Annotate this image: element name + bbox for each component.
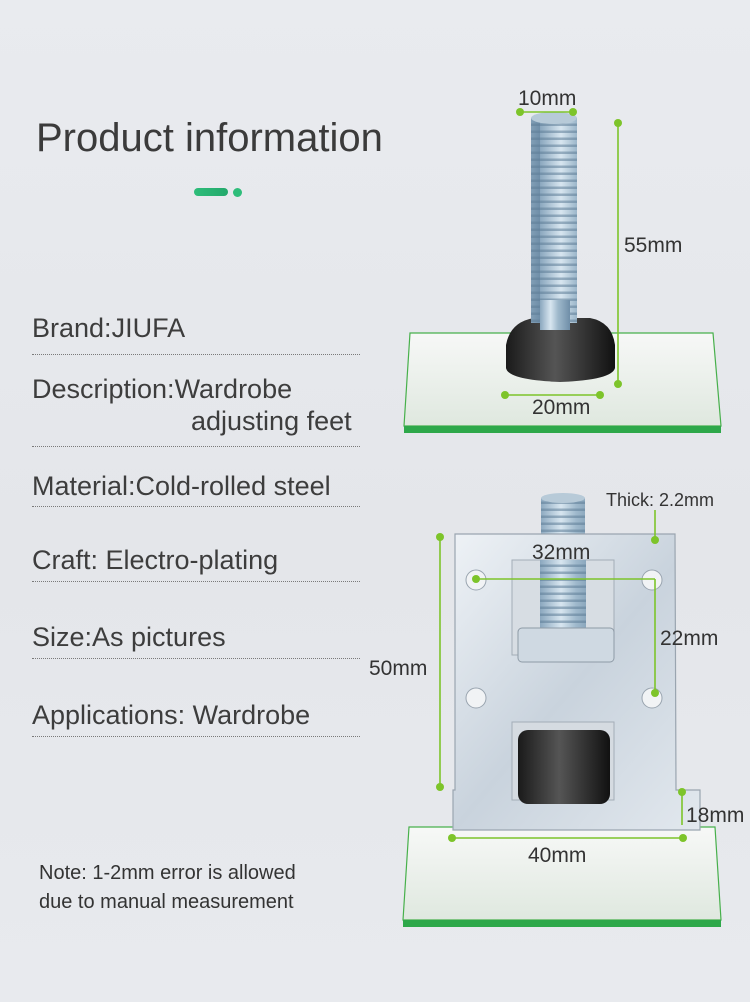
divider <box>32 658 360 659</box>
info-brand: Brand:JIUFA <box>32 312 185 344</box>
dim-bolt: 32mm <box>532 541 590 564</box>
title-dot <box>233 188 242 197</box>
leveling-foot-diagram: 10mm 55mm 20mm <box>403 87 722 433</box>
bracket-thread <box>540 560 586 648</box>
bracket-nut <box>517 627 615 663</box>
dim-base: 20mm <box>532 396 590 419</box>
info-brand-value: JIUFA <box>111 313 186 343</box>
bracket-foot-diagram: Thick: 2.2mm 32mm 22mm 50mm 18mm 40mm <box>369 490 744 927</box>
dim-holes: 22mm <box>660 627 718 650</box>
bracket-plate <box>452 533 701 831</box>
bracket-rubber <box>518 730 610 804</box>
info-description-value: Wardrobe <box>174 374 293 404</box>
info-description-label: Description: <box>32 374 175 404</box>
bracket-bolt-head <box>541 498 585 534</box>
info-material-label: Material: <box>32 471 136 501</box>
page-title: Product information <box>36 116 383 160</box>
info-craft-label: Craft: <box>32 545 106 575</box>
dim-foot: 18mm <box>686 804 744 827</box>
bracket-window-lower <box>511 721 615 801</box>
bracket-window-upper <box>511 559 615 656</box>
info-size-value: As pictures <box>92 622 226 652</box>
info-applications-value: Wardrobe <box>192 700 311 730</box>
dim-diameter: 10mm <box>518 87 576 110</box>
info-description-value-line2: adjusting feet <box>191 406 352 436</box>
dim-height-bottom: 50mm <box>369 657 427 680</box>
bolt-shaft <box>531 118 577 323</box>
info-size-label: Size: <box>32 622 93 652</box>
info-description: Description:Wardrobe <box>32 373 292 405</box>
bolt-tip <box>531 112 577 124</box>
info-craft: Craft: Electro-plating <box>32 544 278 576</box>
divider <box>32 354 360 355</box>
dim-height-top: 55mm <box>624 234 682 257</box>
rubber-pad <box>506 318 615 382</box>
note-line-2: due to manual measurement <box>39 891 294 913</box>
note-line-1: Note: 1-2mm error is allowed <box>39 862 296 884</box>
glass-base-edge <box>404 426 721 433</box>
glass-base-edge <box>403 920 721 927</box>
info-brand-label: Brand: <box>32 313 112 343</box>
info-material-value: Cold-rolled steel <box>135 471 331 501</box>
info-applications: Applications: Wardrobe <box>32 699 310 731</box>
divider <box>32 736 360 737</box>
glass-base <box>402 826 722 921</box>
divider <box>32 446 360 447</box>
divider <box>32 581 360 582</box>
mount-hole <box>465 569 487 591</box>
bolt-neck <box>540 300 570 330</box>
dim-thick: Thick: 2.2mm <box>606 490 714 510</box>
dim-width: 40mm <box>528 844 586 867</box>
info-applications-label: Applications: <box>32 700 193 730</box>
glass-base <box>403 332 722 427</box>
mount-hole <box>641 569 663 591</box>
mount-hole <box>641 687 663 709</box>
measurement-note: Note: 1-2mm error is allowed due to manu… <box>39 859 296 917</box>
divider <box>32 506 360 507</box>
mount-hole <box>465 687 487 709</box>
info-size: Size:As pictures <box>32 621 226 653</box>
info-craft-value: Electro-plating <box>105 545 279 575</box>
title-underline <box>194 188 228 196</box>
info-material: Material:Cold-rolled steel <box>32 470 331 502</box>
